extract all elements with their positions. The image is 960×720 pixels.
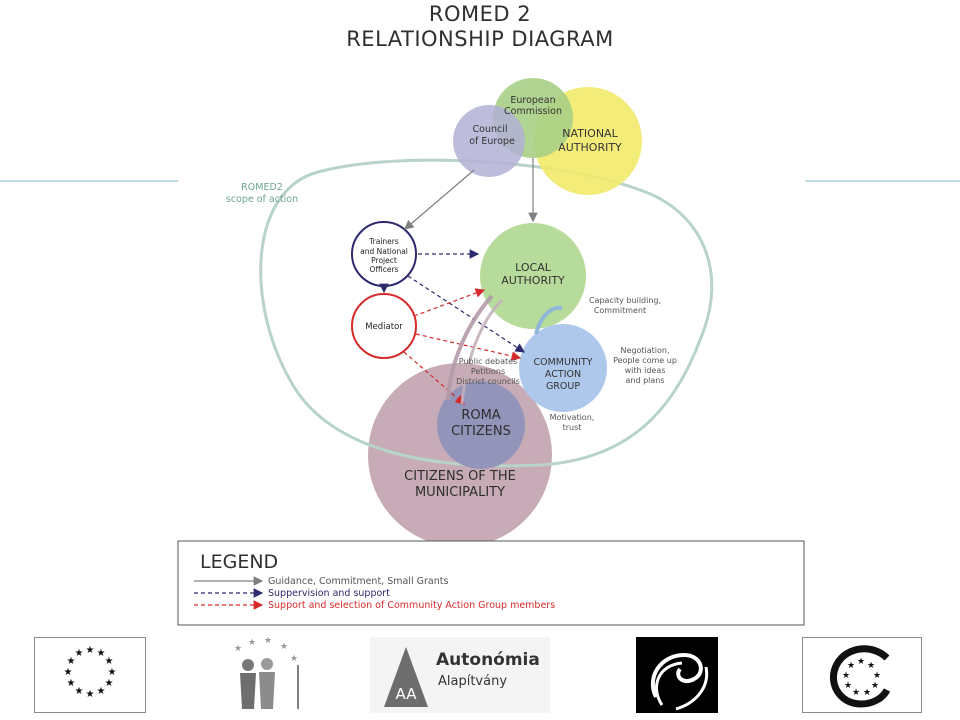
negotiation-label-4: and plans bbox=[625, 376, 664, 385]
svg-text:★: ★ bbox=[873, 671, 881, 681]
na-label-2: AUTHORITY bbox=[558, 141, 622, 154]
autonomia-sub: Alapítvány bbox=[438, 674, 507, 689]
trainers-label-1: Trainers bbox=[368, 237, 399, 246]
cag-label-2: ACTION bbox=[545, 369, 581, 380]
title-line-1: ROMED 2 bbox=[428, 2, 532, 26]
negotiation-label-2: People come up bbox=[613, 356, 677, 365]
roma-label-2: CITIZENS bbox=[451, 424, 511, 439]
curve-roma-local-1 bbox=[446, 294, 494, 401]
trainers-label-3: Project bbox=[371, 256, 397, 265]
curve-roma-local-2 bbox=[460, 298, 504, 405]
roma-label-1: ROMA bbox=[461, 408, 500, 423]
arrow-mediator-cag bbox=[415, 333, 522, 361]
local-label-1: LOCAL bbox=[515, 261, 552, 274]
swirl-logo bbox=[636, 637, 718, 713]
svg-text:★: ★ bbox=[844, 681, 852, 691]
na-label-1: NATIONAL bbox=[562, 127, 618, 140]
cag-label-3: GROUP bbox=[546, 381, 580, 392]
svg-text:★: ★ bbox=[75, 648, 84, 659]
svg-text:★: ★ bbox=[86, 645, 95, 656]
svg-text:★: ★ bbox=[234, 644, 242, 654]
svg-text:★: ★ bbox=[842, 671, 850, 681]
motivation-label-2: trust bbox=[563, 423, 582, 432]
scope-label-1: ROMED2 bbox=[241, 182, 283, 193]
curve-cag-local bbox=[534, 305, 563, 335]
svg-text:★: ★ bbox=[852, 688, 860, 698]
svg-text:★: ★ bbox=[67, 656, 76, 667]
legend-label-3: Support and selection of Community Actio… bbox=[268, 600, 555, 611]
title-line-2: RELATIONSHIP DIAGRAM bbox=[346, 27, 614, 51]
svg-text:★: ★ bbox=[97, 686, 106, 697]
local-authority-circle bbox=[480, 223, 586, 329]
ec-label-2: Commission bbox=[504, 106, 562, 117]
svg-text:★: ★ bbox=[863, 688, 871, 698]
mediator-label: Mediator bbox=[365, 322, 403, 332]
cag-label-1: COMMUNITY bbox=[534, 357, 593, 368]
eu-stars-icon: ★★★ ★★★ ★★★ ★★★ bbox=[64, 645, 117, 700]
ec-label-1: European bbox=[510, 95, 555, 106]
arrow-coe-trainers bbox=[404, 169, 475, 230]
public-label-3: District councils bbox=[456, 377, 520, 386]
arrow-mediator-roma bbox=[403, 351, 465, 405]
svg-text:★: ★ bbox=[64, 667, 73, 678]
svg-text:★: ★ bbox=[290, 654, 298, 664]
eu-flag-logo: ★★★ ★★★ ★★★ ★★★ bbox=[34, 637, 146, 713]
figures-icon: ★★★★★ bbox=[234, 636, 299, 709]
municipality-label-1: CITIZENS OF THE bbox=[404, 469, 516, 484]
local-label-2: AUTHORITY bbox=[501, 274, 565, 287]
swirl-icon bbox=[650, 652, 709, 711]
public-label-2: Petitions bbox=[471, 367, 505, 376]
legend-label-1: Guidance, Commitment, Small Grants bbox=[268, 576, 448, 587]
svg-text:★: ★ bbox=[280, 642, 288, 652]
svg-text:★: ★ bbox=[867, 661, 875, 671]
council-of-europe-circle bbox=[453, 105, 525, 177]
legend-box bbox=[177, 540, 805, 626]
svg-text:★: ★ bbox=[857, 657, 865, 667]
legend-title: LEGEND bbox=[200, 551, 278, 573]
legend-label-2: Suppervision and support bbox=[268, 588, 390, 599]
arrow-trainers-cag bbox=[407, 275, 526, 353]
negotiation-label-1: Negotiation, bbox=[620, 346, 669, 355]
scope-label-2: scope of action bbox=[226, 194, 298, 205]
trainers-label-2: and National bbox=[360, 247, 408, 256]
arrow-mediator-local bbox=[413, 288, 486, 317]
mediator-circle bbox=[351, 293, 417, 359]
svg-text:★: ★ bbox=[248, 638, 256, 648]
community-action-group-circle bbox=[519, 324, 607, 412]
capacity-label-1: Capacity building, bbox=[589, 296, 661, 305]
svg-text:★: ★ bbox=[105, 656, 114, 667]
svg-text:★: ★ bbox=[75, 686, 84, 697]
svg-text:★: ★ bbox=[67, 678, 76, 689]
coe-label-2: of Europe bbox=[469, 136, 515, 147]
autonomia-mark-icon bbox=[384, 647, 428, 707]
svg-text:★: ★ bbox=[86, 689, 95, 700]
svg-text:★: ★ bbox=[97, 648, 106, 659]
svg-text:★: ★ bbox=[871, 681, 879, 691]
autonomia-logo: AA Autonómia Alapítvány bbox=[370, 637, 550, 713]
autonomia-name: Autonómia bbox=[436, 650, 540, 670]
trainers-label-4: Officers bbox=[370, 265, 399, 274]
svg-text:★: ★ bbox=[264, 637, 272, 646]
public-label-1: Public debates bbox=[459, 357, 517, 366]
autonomia-mark: AA bbox=[396, 685, 418, 703]
capacity-label-2: Commitment bbox=[594, 306, 646, 315]
svg-text:★: ★ bbox=[108, 667, 117, 678]
municipality-label-2: MUNICIPALITY bbox=[415, 485, 505, 500]
coe-icon: ★★★ ★★★ ★★★ bbox=[829, 645, 891, 708]
coe-logo: ★★★ ★★★ ★★★ bbox=[802, 637, 922, 713]
svg-text:★: ★ bbox=[105, 678, 114, 689]
roma-figures-logo: ★★★★★ bbox=[212, 636, 308, 713]
coe-label-1: Council bbox=[473, 124, 508, 135]
negotiation-label-3: with ideas bbox=[625, 366, 666, 375]
svg-text:★: ★ bbox=[847, 661, 855, 671]
motivation-label-1: Motivation, bbox=[550, 413, 595, 422]
